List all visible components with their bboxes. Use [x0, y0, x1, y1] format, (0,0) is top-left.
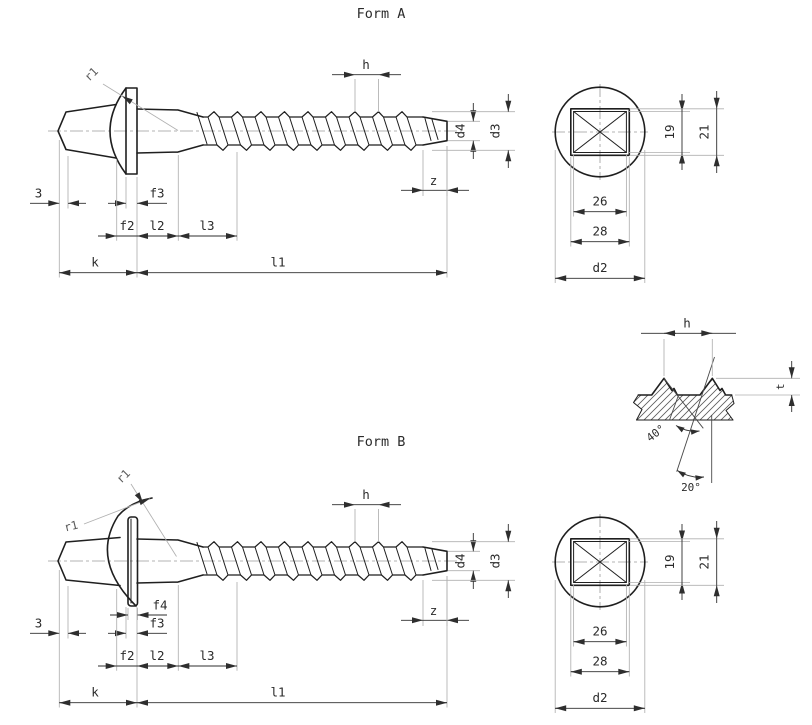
head-dome-arc: [109, 87, 127, 175]
form-b-head: [57, 497, 153, 607]
head-square-profile-b: [57, 536, 121, 587]
detail-thread-profile: [637, 377, 733, 396]
form-b-title: Form B: [357, 434, 406, 450]
dim-angle-20-label: 20°: [681, 481, 701, 494]
dim-detail-h: h: [641, 316, 736, 376]
dim-angle-20: 20°: [677, 470, 705, 494]
r1-leader-arrow: [122, 96, 133, 105]
detail-construction-lines: [663, 356, 715, 483]
head-square-profile: [57, 103, 117, 159]
detail-hatched-section: [633, 378, 734, 420]
form-a-title: Form A: [357, 6, 406, 22]
head-collar-disc-b: [127, 516, 139, 607]
dim-r1-a-label: r1: [81, 64, 101, 84]
dim-f4-label: f4: [152, 598, 167, 613]
form-b-side-view: f4 r1 r1: [30, 466, 515, 707]
thread-detail-view: h t 40° 20°: [633, 316, 800, 494]
dim-r1-b2-label: r1: [63, 518, 80, 535]
form-a-side-view: r1: [30, 57, 515, 278]
form-b-end-view: [552, 514, 724, 713]
form-a-end-view: [552, 84, 724, 283]
dim-angle-40-label: 40°: [644, 422, 668, 444]
dim-detail-t: t: [716, 361, 800, 412]
dim-r1-b1-label: r1: [113, 466, 133, 486]
dim-detail-t-label: t: [774, 383, 787, 390]
dim-detail-h-label: h: [683, 316, 691, 331]
dim-f4: f4: [110, 598, 168, 620]
detail-break-lines: [633, 394, 735, 421]
r1-b2-leader-arrow: [138, 498, 150, 506]
head-lens-arc: [106, 497, 153, 607]
dim-angle-40: 40°: [644, 422, 700, 444]
form-a-head: [57, 87, 138, 175]
head-collar-disc: [125, 87, 138, 175]
radius-r1-b-lower: r1: [63, 498, 151, 535]
radius-r1-a: r1: [81, 64, 179, 131]
